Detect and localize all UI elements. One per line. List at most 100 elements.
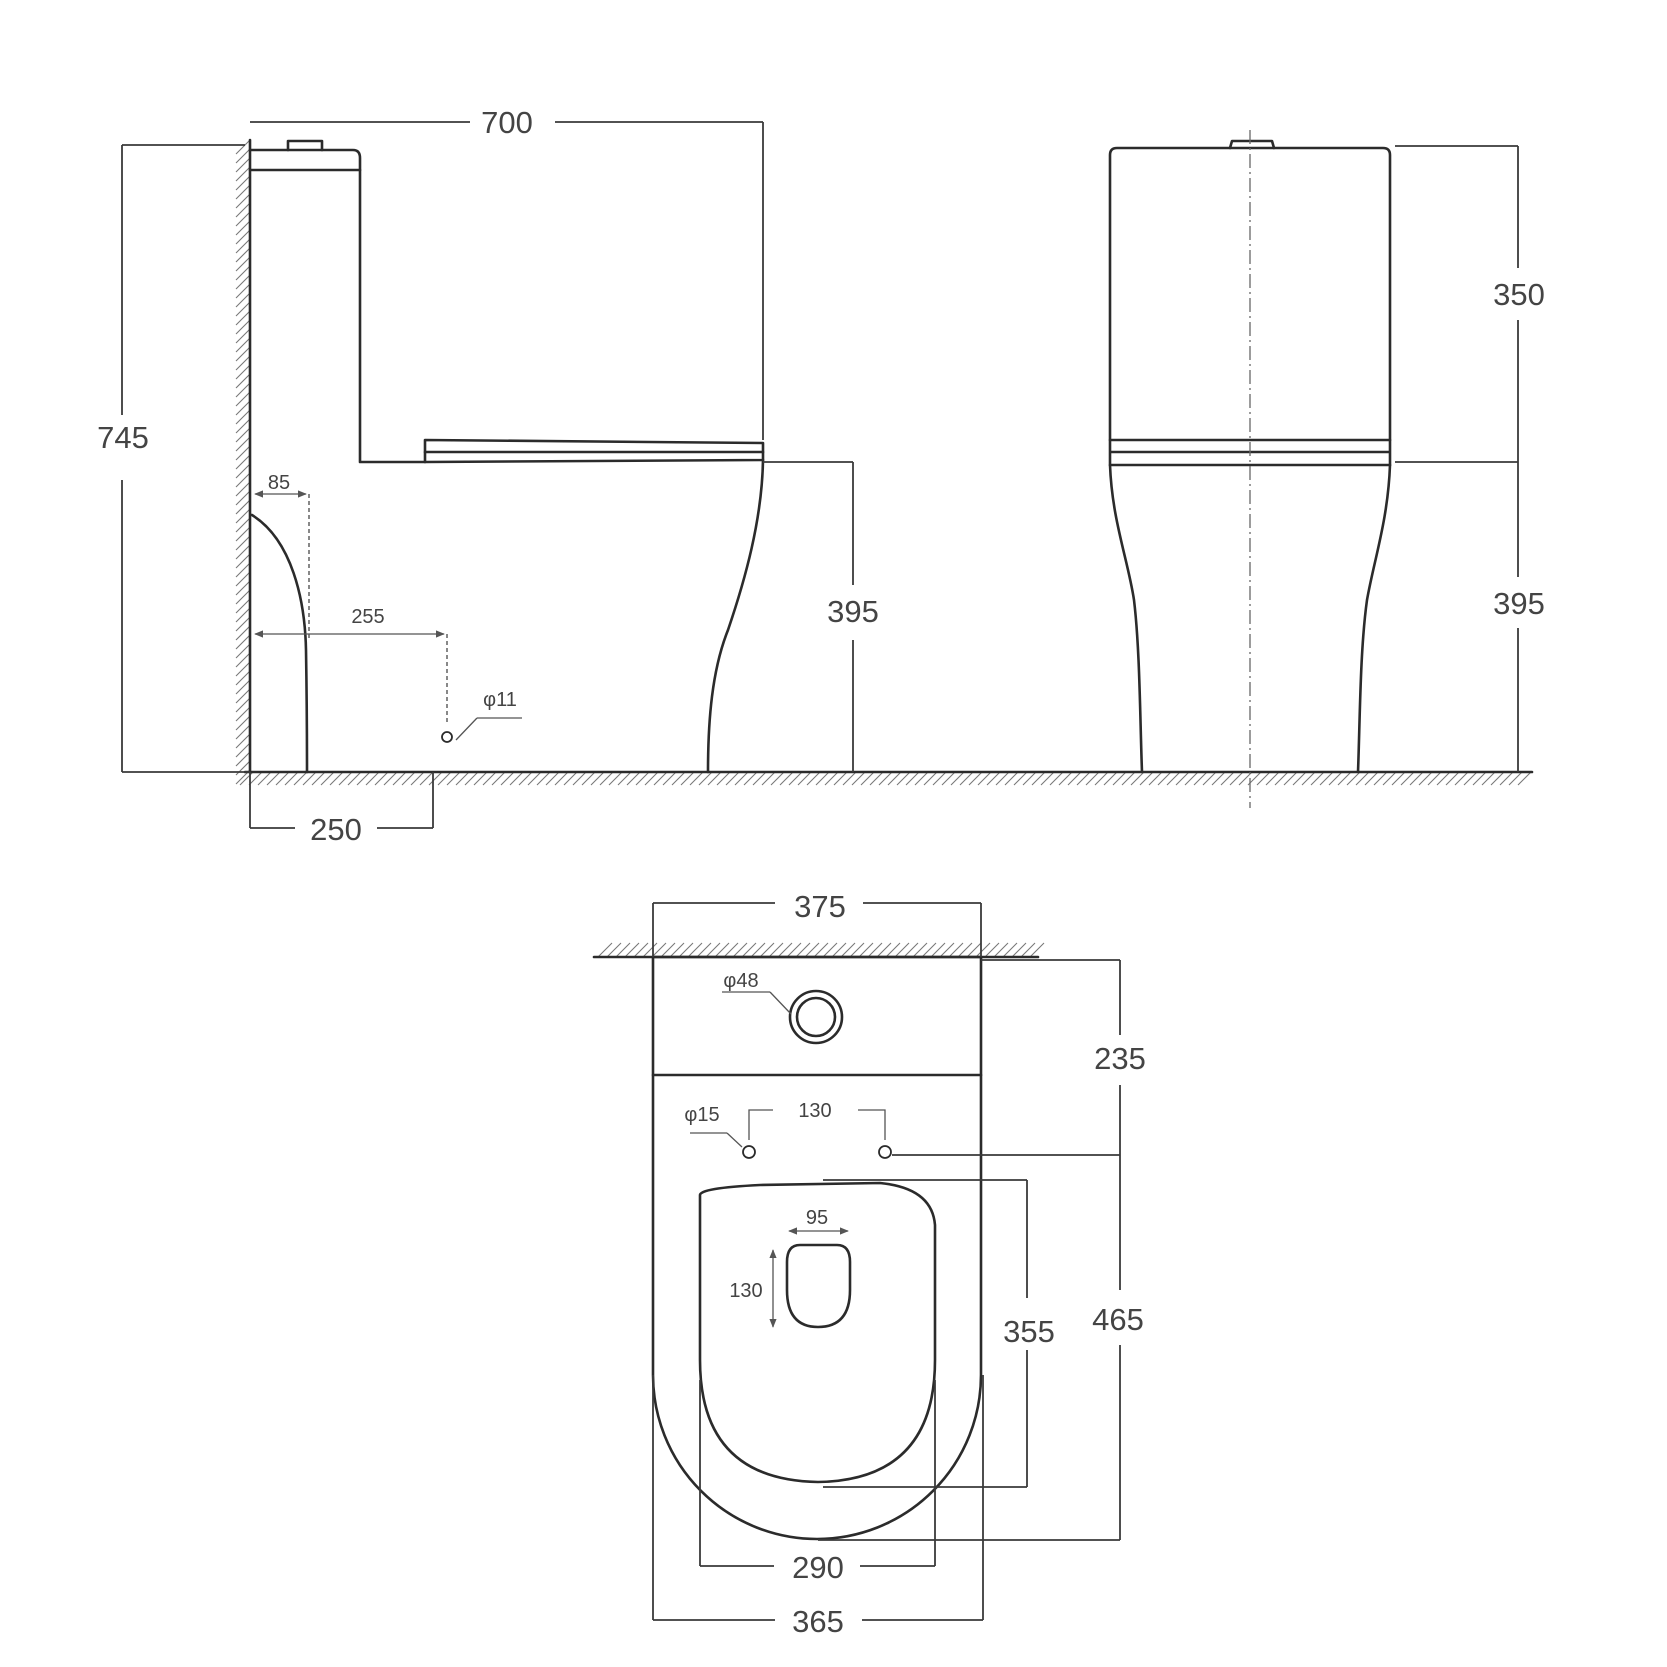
hatch-line [1094, 771, 1109, 786]
hatch-line [759, 942, 775, 958]
dim-water-outlet-width: 95 [806, 1207, 828, 1229]
hatch-line [1085, 771, 1100, 786]
hatch-line [732, 942, 748, 958]
hatch-line [1436, 771, 1451, 786]
hatch-line [914, 771, 929, 786]
hatch-line [626, 771, 641, 786]
hatch-line [235, 409, 251, 425]
hatch-line [383, 771, 398, 786]
hatch-line [608, 771, 623, 786]
hatch-line [932, 771, 947, 786]
hatch-line [1499, 771, 1514, 786]
hatch-line [1103, 771, 1118, 786]
hatch-line [235, 382, 251, 398]
hatch-line [624, 942, 640, 958]
dim-overall-depth: 465 [1092, 1302, 1144, 1337]
hatch-line [968, 771, 983, 786]
hatch-line [867, 942, 883, 958]
hatch-line [779, 771, 794, 786]
hatch-line [235, 283, 251, 299]
hatch-line [842, 771, 857, 786]
hatch-line [235, 580, 251, 596]
hatch-line [984, 942, 1000, 958]
side-fixing-hole [441, 731, 453, 743]
dim-tank-depth: 235 [1094, 1041, 1146, 1076]
hatch-line [795, 942, 811, 958]
hatch-line [752, 771, 767, 786]
hatch-line [894, 942, 910, 958]
hatch-line [777, 942, 793, 958]
hatch-line [235, 643, 251, 659]
hatch-line [1382, 771, 1397, 786]
hatch-line [410, 771, 425, 786]
hatch-line [473, 771, 488, 786]
hatch-line [500, 771, 515, 786]
top-body-outline [651, 955, 983, 1541]
hatch-line [527, 771, 542, 786]
hatch-line [797, 771, 812, 786]
hatch-line [716, 771, 731, 786]
hatch-line [705, 942, 721, 958]
hatch-line [374, 771, 389, 786]
hatch-line [235, 139, 251, 155]
hatch-line [235, 193, 251, 209]
hatch-line [464, 771, 479, 786]
label-top-hole-diameter: φ15 [684, 1104, 719, 1126]
hatch-line [993, 942, 1009, 958]
hatch-line [235, 661, 251, 677]
hatch-line [1229, 771, 1244, 786]
hatch-line [235, 751, 251, 767]
hatch-line [723, 942, 739, 958]
hatch-line [1220, 771, 1235, 786]
hatch-line [235, 157, 251, 173]
hatch-line [235, 148, 251, 164]
hatch-line [761, 771, 776, 786]
hatch-line [1004, 771, 1019, 786]
hatch-line [1166, 771, 1181, 786]
hatch-line [235, 166, 251, 182]
hatch-line [939, 942, 955, 958]
hatch-line [554, 771, 569, 786]
hatch-line [338, 771, 353, 786]
hatch-line [509, 771, 524, 786]
dim-front-seat-height: 395 [1493, 586, 1545, 621]
hatch-line [896, 771, 911, 786]
hatch-line [633, 942, 649, 958]
hatch-line [347, 771, 362, 786]
hatch-line [923, 771, 938, 786]
hatch-line [235, 346, 251, 362]
side-flush-button [286, 139, 324, 152]
hatch-line [606, 942, 622, 958]
hatch-line [975, 942, 991, 958]
hatch-line [1517, 771, 1532, 786]
hatch-line [696, 942, 712, 958]
hatch-line [1427, 771, 1442, 786]
hatch-line [1400, 771, 1415, 786]
hatch-line [590, 771, 605, 786]
hatch-line [858, 942, 874, 958]
side-view: 700 745 395 250 85 255 φ11 [97, 105, 1534, 847]
hatch-line [446, 771, 461, 786]
hatch-line [235, 256, 251, 272]
hatch-line [615, 942, 631, 958]
hatch-line [1040, 771, 1055, 786]
hatch-line [235, 364, 251, 380]
hatch-line [235, 328, 251, 344]
hatch-line [1418, 771, 1433, 786]
hatch-line [948, 942, 964, 958]
hatch-line [235, 427, 251, 443]
hatch-line [822, 942, 838, 958]
hatch-line [235, 526, 251, 542]
hatch-line [235, 373, 251, 389]
hatch-line [1112, 771, 1127, 786]
hatch-line [284, 771, 299, 786]
hatch-line [671, 771, 686, 786]
dim-bowl-width: 365 [792, 1604, 844, 1639]
hatch-line [1067, 771, 1082, 786]
hatch-line [235, 706, 251, 722]
hatch-line [734, 771, 749, 786]
hatch-line [419, 771, 434, 786]
hatch-line [563, 771, 578, 786]
hatch-line [1020, 942, 1036, 958]
